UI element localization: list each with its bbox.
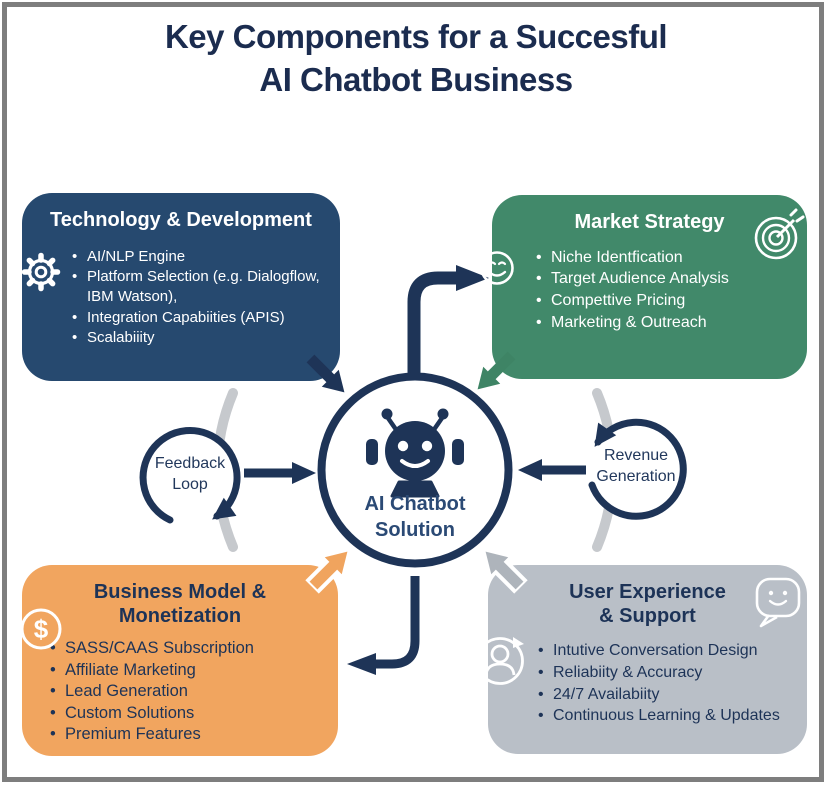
list-item: Compettive Pricing	[536, 290, 803, 312]
page-title-line2: AI Chatbot Business	[259, 60, 573, 98]
card-title-line1: User Experience	[569, 581, 726, 603]
bullet-icon	[538, 684, 553, 706]
card-title-line1: Business Model &	[93, 581, 267, 603]
bullet-icon	[538, 705, 553, 727]
bullet-icon	[536, 247, 551, 269]
revenue-generation-label: Revenue Generation	[584, 446, 688, 488]
card-title: User Experience & Support	[488, 581, 807, 628]
card-bullet-list: SASS/CAAS Subscription Affiliate Marketi…	[50, 638, 334, 745]
card-bullet-list: AI/NLP Engine Platform Selection (e.g. D…	[72, 247, 334, 349]
bullet-text: Reliabiity & Accuracy	[553, 663, 703, 681]
bullet-icon	[536, 312, 551, 334]
feedback-loop-label: Feedback Loop	[140, 454, 240, 496]
list-item: 24/7 Availabiity	[538, 684, 803, 706]
card-bullet-list: Niche Identfication Target Audience Anal…	[536, 247, 803, 334]
bullet-text: Platform Selection (e.g. Dialogflow, IBM…	[87, 267, 320, 306]
bullet-text: Marketing & Outreach	[551, 313, 707, 331]
bullet-text: Scalabiiity	[87, 329, 155, 347]
bullet-text: Compettive Pricing	[551, 292, 686, 310]
list-item: Lead Generation	[50, 681, 334, 702]
bullet-text: Target Audience Analysis	[551, 270, 729, 288]
page-title-line1: Key Components for a Succesful	[164, 18, 668, 55]
border-frame	[2, 2, 824, 782]
bullet-icon	[72, 328, 87, 348]
card-business-model: Business Model & Monetization SASS/CAAS …	[22, 565, 338, 756]
list-item: AI/NLP Engine	[72, 247, 334, 267]
bullet-icon	[50, 638, 65, 659]
bullet-text: Niche Identfication	[551, 248, 683, 266]
list-item: Continuous Learning & Updates	[538, 705, 803, 727]
list-item: Reliabiity & Accuracy	[538, 662, 803, 684]
bullet-text: 24/7 Availabiity	[553, 685, 660, 703]
card-market-strategy: Market Strategy Niche Identfication Targ…	[492, 195, 807, 379]
list-item: Platform Selection (e.g. Dialogflow, IBM…	[72, 267, 334, 308]
card-title: Market Strategy	[574, 211, 725, 233]
list-item: Scalabiiity	[72, 328, 334, 348]
page-title: Key Components for a Succesful AI Chatbo…	[0, 16, 832, 102]
feedback-label-line2: Loop	[172, 475, 208, 493]
bullet-text: AI/NLP Engine	[87, 247, 186, 265]
revenue-label-line2: Generation	[596, 467, 676, 485]
revenue-label-line1: Revenue	[603, 447, 669, 464]
bullet-text: Intutive Conversation Design	[553, 642, 758, 660]
list-item: Niche Identfication	[536, 247, 803, 269]
bullet-text: Lead Generation	[65, 682, 188, 701]
bullet-icon	[50, 660, 65, 681]
bullet-icon	[72, 247, 87, 267]
bullet-text: SASS/CAAS Subscription	[65, 639, 254, 658]
list-item: Affiliate Marketing	[50, 660, 334, 681]
center-label-line2: Solution	[375, 519, 455, 541]
center-circle-label: AI Chatbot Solution	[340, 491, 490, 543]
bullet-icon	[72, 267, 87, 308]
bullet-text: Affiliate Marketing	[65, 660, 196, 679]
center-label-line1: AI Chatbot	[364, 493, 466, 515]
bullet-text: Custom Solutions	[65, 703, 195, 722]
bullet-icon	[538, 662, 553, 684]
bullet-icon	[50, 681, 65, 702]
list-item: SASS/CAAS Subscription	[50, 638, 334, 659]
feedback-label-line1: Feedback	[154, 455, 226, 472]
list-item: Custom Solutions	[50, 703, 334, 724]
bullet-text: Premium Features	[65, 724, 201, 743]
list-item: Marketing & Outreach	[536, 312, 803, 334]
list-item: Integration Capabiities (APIS)	[72, 308, 334, 328]
list-item: Premium Features	[50, 724, 334, 745]
card-title: Business Model & Monetization	[22, 581, 338, 628]
bullet-icon	[50, 724, 65, 745]
bullet-icon	[536, 268, 551, 290]
bullet-text: Continuous Learning & Updates	[553, 707, 780, 725]
card-bullet-list: Intutive Conversation Design Reliabiity …	[538, 640, 803, 727]
bullet-icon	[538, 640, 553, 662]
card-title: Technology & Development	[50, 209, 312, 231]
card-technology-development: Technology & Development AI/NLP Engine P…	[22, 193, 340, 381]
bullet-icon	[536, 290, 551, 312]
bullet-icon	[50, 703, 65, 724]
card-title-line2: Monetization	[118, 604, 242, 627]
bullet-icon	[72, 308, 87, 328]
card-title-line2: & Support	[599, 604, 696, 627]
list-item: Target Audience Analysis	[536, 268, 803, 290]
list-item: Intutive Conversation Design	[538, 640, 803, 662]
card-user-experience: User Experience & Support Intutive Conve…	[488, 565, 807, 754]
bullet-text: Integration Capabiities (APIS)	[87, 308, 285, 326]
